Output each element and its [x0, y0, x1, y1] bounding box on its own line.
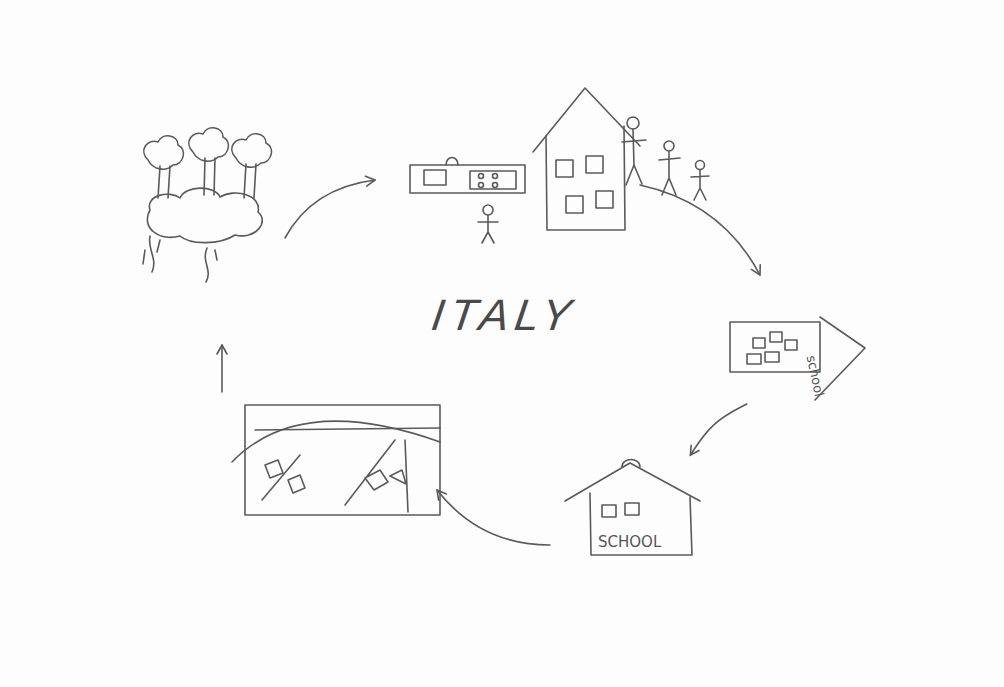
tree-crown [189, 128, 229, 161]
tent-line [255, 428, 440, 512]
node-label: SCHOOL [598, 533, 661, 551]
cloud [147, 188, 262, 243]
person-head [483, 205, 493, 215]
tree-crown [144, 136, 184, 169]
school-window [625, 503, 639, 515]
bus-dot [493, 183, 498, 188]
house-picture [533, 88, 709, 230]
house-window [566, 196, 583, 213]
cycle-arrow [285, 180, 375, 238]
bus-picture [410, 158, 525, 244]
person-head [696, 161, 705, 170]
center-title: ITALY [428, 290, 580, 340]
cycle-arrow [221, 345, 223, 392]
tent-curve [232, 421, 440, 462]
bus-window [424, 170, 446, 185]
school-wall [590, 493, 692, 555]
bus-dot [479, 174, 484, 179]
bus-window [470, 171, 516, 189]
tree-crown [232, 134, 272, 167]
person-body [622, 129, 646, 185]
house-window [556, 160, 573, 177]
house-window [586, 156, 603, 173]
tree-trunk [244, 164, 256, 198]
school-bell [622, 460, 640, 468]
person-body [659, 151, 680, 195]
house-wall [546, 126, 625, 230]
picture-node: school [725, 312, 870, 404]
person-head [664, 141, 674, 151]
tree-trunk [158, 166, 170, 198]
picture-node: SCHOOL [560, 455, 705, 560]
node-label: school [804, 354, 827, 398]
rain-drops [143, 236, 217, 282]
cycle-arrow [690, 404, 746, 455]
house-window [596, 191, 613, 208]
node-outline [725, 312, 870, 404]
school-roof [565, 463, 700, 501]
bus-dot [479, 183, 484, 188]
person-body [478, 215, 498, 243]
bus-windows [747, 332, 797, 364]
person-body [691, 170, 709, 200]
rain-forest-picture [143, 128, 271, 282]
bus-body [410, 165, 525, 193]
cycle-arrow [437, 490, 550, 545]
school-window [602, 505, 616, 517]
cycle-arrow [640, 185, 760, 275]
person-head [627, 117, 639, 129]
tent-window [345, 440, 406, 505]
tent-window [265, 460, 305, 493]
tent-picture [232, 405, 440, 515]
bus-dot [493, 174, 498, 179]
bus-roof-bump [446, 158, 458, 166]
